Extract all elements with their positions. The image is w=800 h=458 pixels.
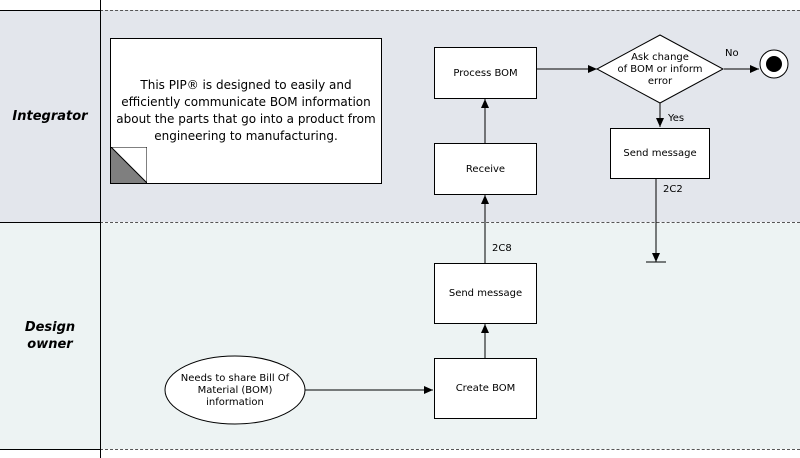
create-bom-box: Create BOM xyxy=(434,358,537,419)
lane-label-integrator: Integrator xyxy=(12,109,88,124)
receive-box: Receive xyxy=(434,143,537,195)
start-event-ellipse xyxy=(164,355,306,425)
edge-label-2c8: 2C8 xyxy=(492,243,512,254)
note-fold-corner xyxy=(111,147,147,183)
lane-bottom-border xyxy=(100,449,800,450)
decision-diamond xyxy=(595,34,725,104)
decision-label: Ask change of BOM or inform error xyxy=(617,52,703,87)
description-note: This PIP® is designed to easily and effi… xyxy=(110,38,382,184)
note-text: This PIP® is designed to easily and effi… xyxy=(116,78,376,143)
label-column-bottom-border xyxy=(0,449,100,450)
send-message-integrator-box: Send message xyxy=(610,128,710,179)
process-bom-box: Process BOM xyxy=(434,47,537,99)
design-owner-lane xyxy=(0,223,800,449)
lane-label-design-owner: Design owner xyxy=(24,320,76,352)
edge-label-no: No xyxy=(725,48,739,59)
label-column-divider xyxy=(0,222,100,223)
lane-divider xyxy=(100,222,800,223)
end-event-inner xyxy=(766,56,782,72)
label-column-top-border xyxy=(0,10,100,11)
edge-label-2c2: 2C2 xyxy=(663,184,683,195)
lane-top-border xyxy=(100,10,800,11)
start-event-label: Needs to share Bill Of Material (BOM) in… xyxy=(180,373,290,408)
send-message-design-box: Send message xyxy=(434,263,537,324)
edge-label-yes: Yes xyxy=(668,113,685,124)
lane-label-separator xyxy=(100,0,101,458)
